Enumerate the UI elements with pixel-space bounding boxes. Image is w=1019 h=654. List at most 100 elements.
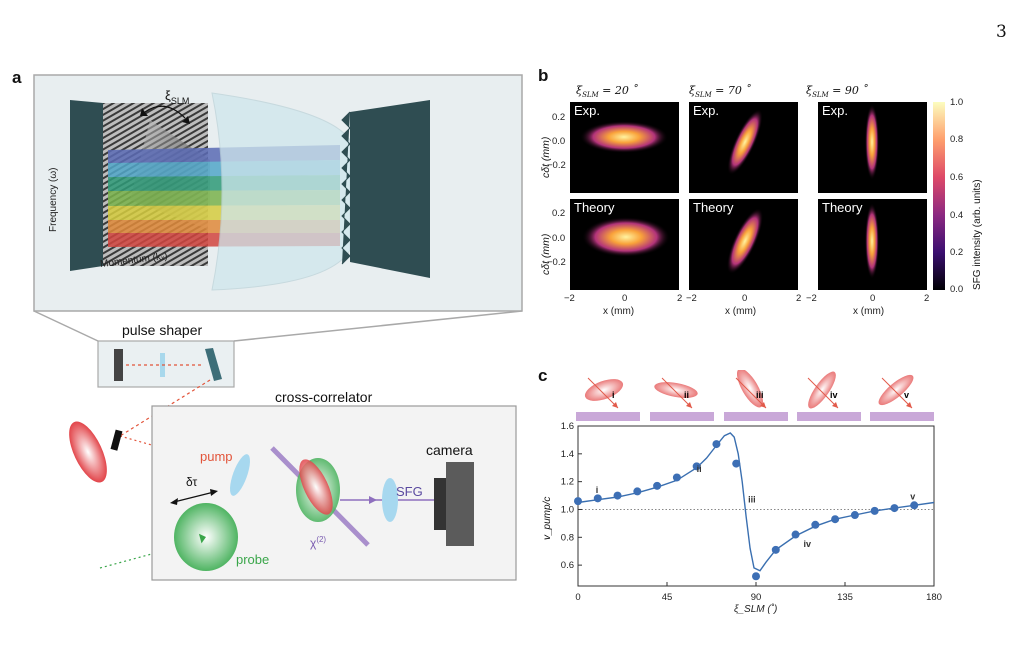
xtick-1a: −2 — [564, 293, 575, 304]
xtick-2b: 0 — [742, 293, 748, 304]
camera-aperture — [434, 478, 446, 530]
probe-label: probe — [236, 552, 270, 567]
annotation-label: i — [596, 485, 599, 495]
inset-label-i: i — [612, 390, 615, 400]
cbar-tick-0: 1.0 — [950, 97, 964, 108]
inset-i — [576, 377, 640, 421]
cbar-tick-4: 0.2 — [950, 247, 964, 258]
inset-v — [870, 374, 934, 421]
data-point — [890, 504, 899, 513]
ytick-bot-1: 0.0 — [552, 233, 566, 244]
xtick-label: 90 — [751, 592, 762, 603]
data-point — [771, 545, 780, 554]
xtick-1c: 2 — [677, 293, 683, 304]
data-point — [910, 501, 919, 510]
panel-c-letter: c — [538, 366, 548, 385]
inset-iii — [724, 370, 788, 421]
data-point — [613, 491, 622, 500]
colorbar-label: SFG intensity (arb. units) — [972, 179, 983, 290]
panel-a-illustration — [33, 74, 523, 581]
chart-ylabel: v_pump/c — [542, 496, 553, 540]
data-point — [692, 462, 701, 471]
data-point — [593, 494, 602, 503]
inset-label-iv: iv — [830, 390, 838, 400]
data-point — [831, 515, 840, 524]
xtick-3b: 0 — [870, 293, 876, 304]
data-point — [791, 530, 800, 539]
ytick-label: 0.6 — [561, 560, 574, 571]
row-label-theory-2: Theory — [693, 200, 734, 215]
xlabel-1: x (mm) — [603, 306, 635, 317]
ylabel-bottom: cδt (mm) — [540, 233, 552, 275]
heatmap-exp-70: Exp. — [689, 102, 798, 193]
data-point — [732, 459, 741, 468]
xi-symbol: ξ — [165, 88, 171, 103]
inset-ii — [650, 377, 714, 421]
xtick-2c: 2 — [796, 293, 802, 304]
data-point — [811, 520, 820, 529]
ytick-label: 1.6 — [561, 421, 574, 432]
chi-symbol: χ — [310, 536, 317, 550]
ytick-top-0: 0.2 — [552, 112, 566, 123]
inset-iv — [797, 371, 861, 421]
ytick-label: 0.8 — [561, 532, 574, 543]
row-label-theory-3: Theory — [822, 200, 863, 215]
data-point — [653, 481, 662, 490]
data-point — [672, 473, 681, 482]
cbar-tick-5: 0.0 — [950, 284, 964, 295]
heatmap-exp-20: Exp. — [570, 102, 679, 193]
annotation-label: ii — [697, 464, 702, 474]
slm-block — [70, 100, 103, 271]
data-point — [752, 572, 760, 581]
row-label-exp-2: Exp. — [693, 103, 720, 118]
xtick-3a: −2 — [806, 293, 817, 304]
cross-correlator-title: cross-correlator — [275, 389, 373, 405]
column-header-1: ξSLM = 20 ˚ — [576, 84, 638, 100]
xlabel-3: x (mm) — [853, 306, 885, 317]
ytick-bot-0: 0.2 — [552, 208, 566, 219]
inset-row: i ii iii iv v — [576, 370, 934, 421]
camera-label: camera — [426, 442, 473, 458]
cbar-tick-3: 0.4 — [950, 210, 964, 221]
plot-frame — [577, 425, 935, 587]
pump-label: pump — [200, 449, 233, 464]
delta-tau-label: δτ — [186, 475, 198, 489]
data-point — [574, 497, 582, 506]
annotation-label: iii — [748, 495, 756, 505]
annotation-label: v — [910, 492, 915, 502]
xi-slm-label: ξSLM — [165, 88, 190, 106]
ylabel-top: cδt (mm) — [540, 136, 552, 178]
row-label-exp: Exp. — [574, 103, 601, 118]
inset-label-iii: iii — [756, 390, 764, 400]
ytick-top-1: 0.0 — [552, 136, 566, 147]
ytick-label: 1.4 — [561, 449, 574, 460]
ytick-bot-2: −0.2 — [547, 257, 566, 268]
sfg-label: SFG — [396, 484, 423, 499]
panel-a-letter: a — [12, 68, 22, 87]
frequency-axis-label: Frequency (ω) — [48, 167, 59, 233]
xtick-1b: 0 — [622, 293, 628, 304]
camera-body — [446, 462, 474, 546]
cylindrical-lens — [211, 92, 351, 291]
ytick-label: 1.2 — [561, 477, 574, 488]
heatmap-exp-90: Exp. — [818, 102, 927, 193]
ytick-label: 1.0 — [561, 504, 574, 515]
xtick-label: 0 — [575, 592, 580, 603]
data-point — [712, 440, 721, 449]
row-label-exp-3: Exp. — [822, 103, 849, 118]
xtick-label: 135 — [837, 592, 853, 603]
xi-subscript: SLM — [170, 96, 190, 106]
column-header-2: ξSLM = 70 ˚ — [689, 84, 751, 100]
data-point — [850, 511, 859, 520]
chi2-label: χ(2) — [310, 535, 326, 550]
data-point — [633, 487, 642, 496]
colorbar — [933, 102, 945, 290]
cbar-tick-1: 0.8 — [950, 134, 964, 145]
pump-lens — [230, 454, 250, 496]
xtick-label: 180 — [926, 592, 942, 603]
rotation-arrow — [144, 105, 186, 119]
heatmap-theory-20: Theory — [570, 199, 679, 290]
column-header-3: ξSLM = 90 ˚ — [806, 84, 868, 100]
xtick-label: 45 — [662, 592, 673, 603]
xtick-3c: 2 — [924, 293, 930, 304]
